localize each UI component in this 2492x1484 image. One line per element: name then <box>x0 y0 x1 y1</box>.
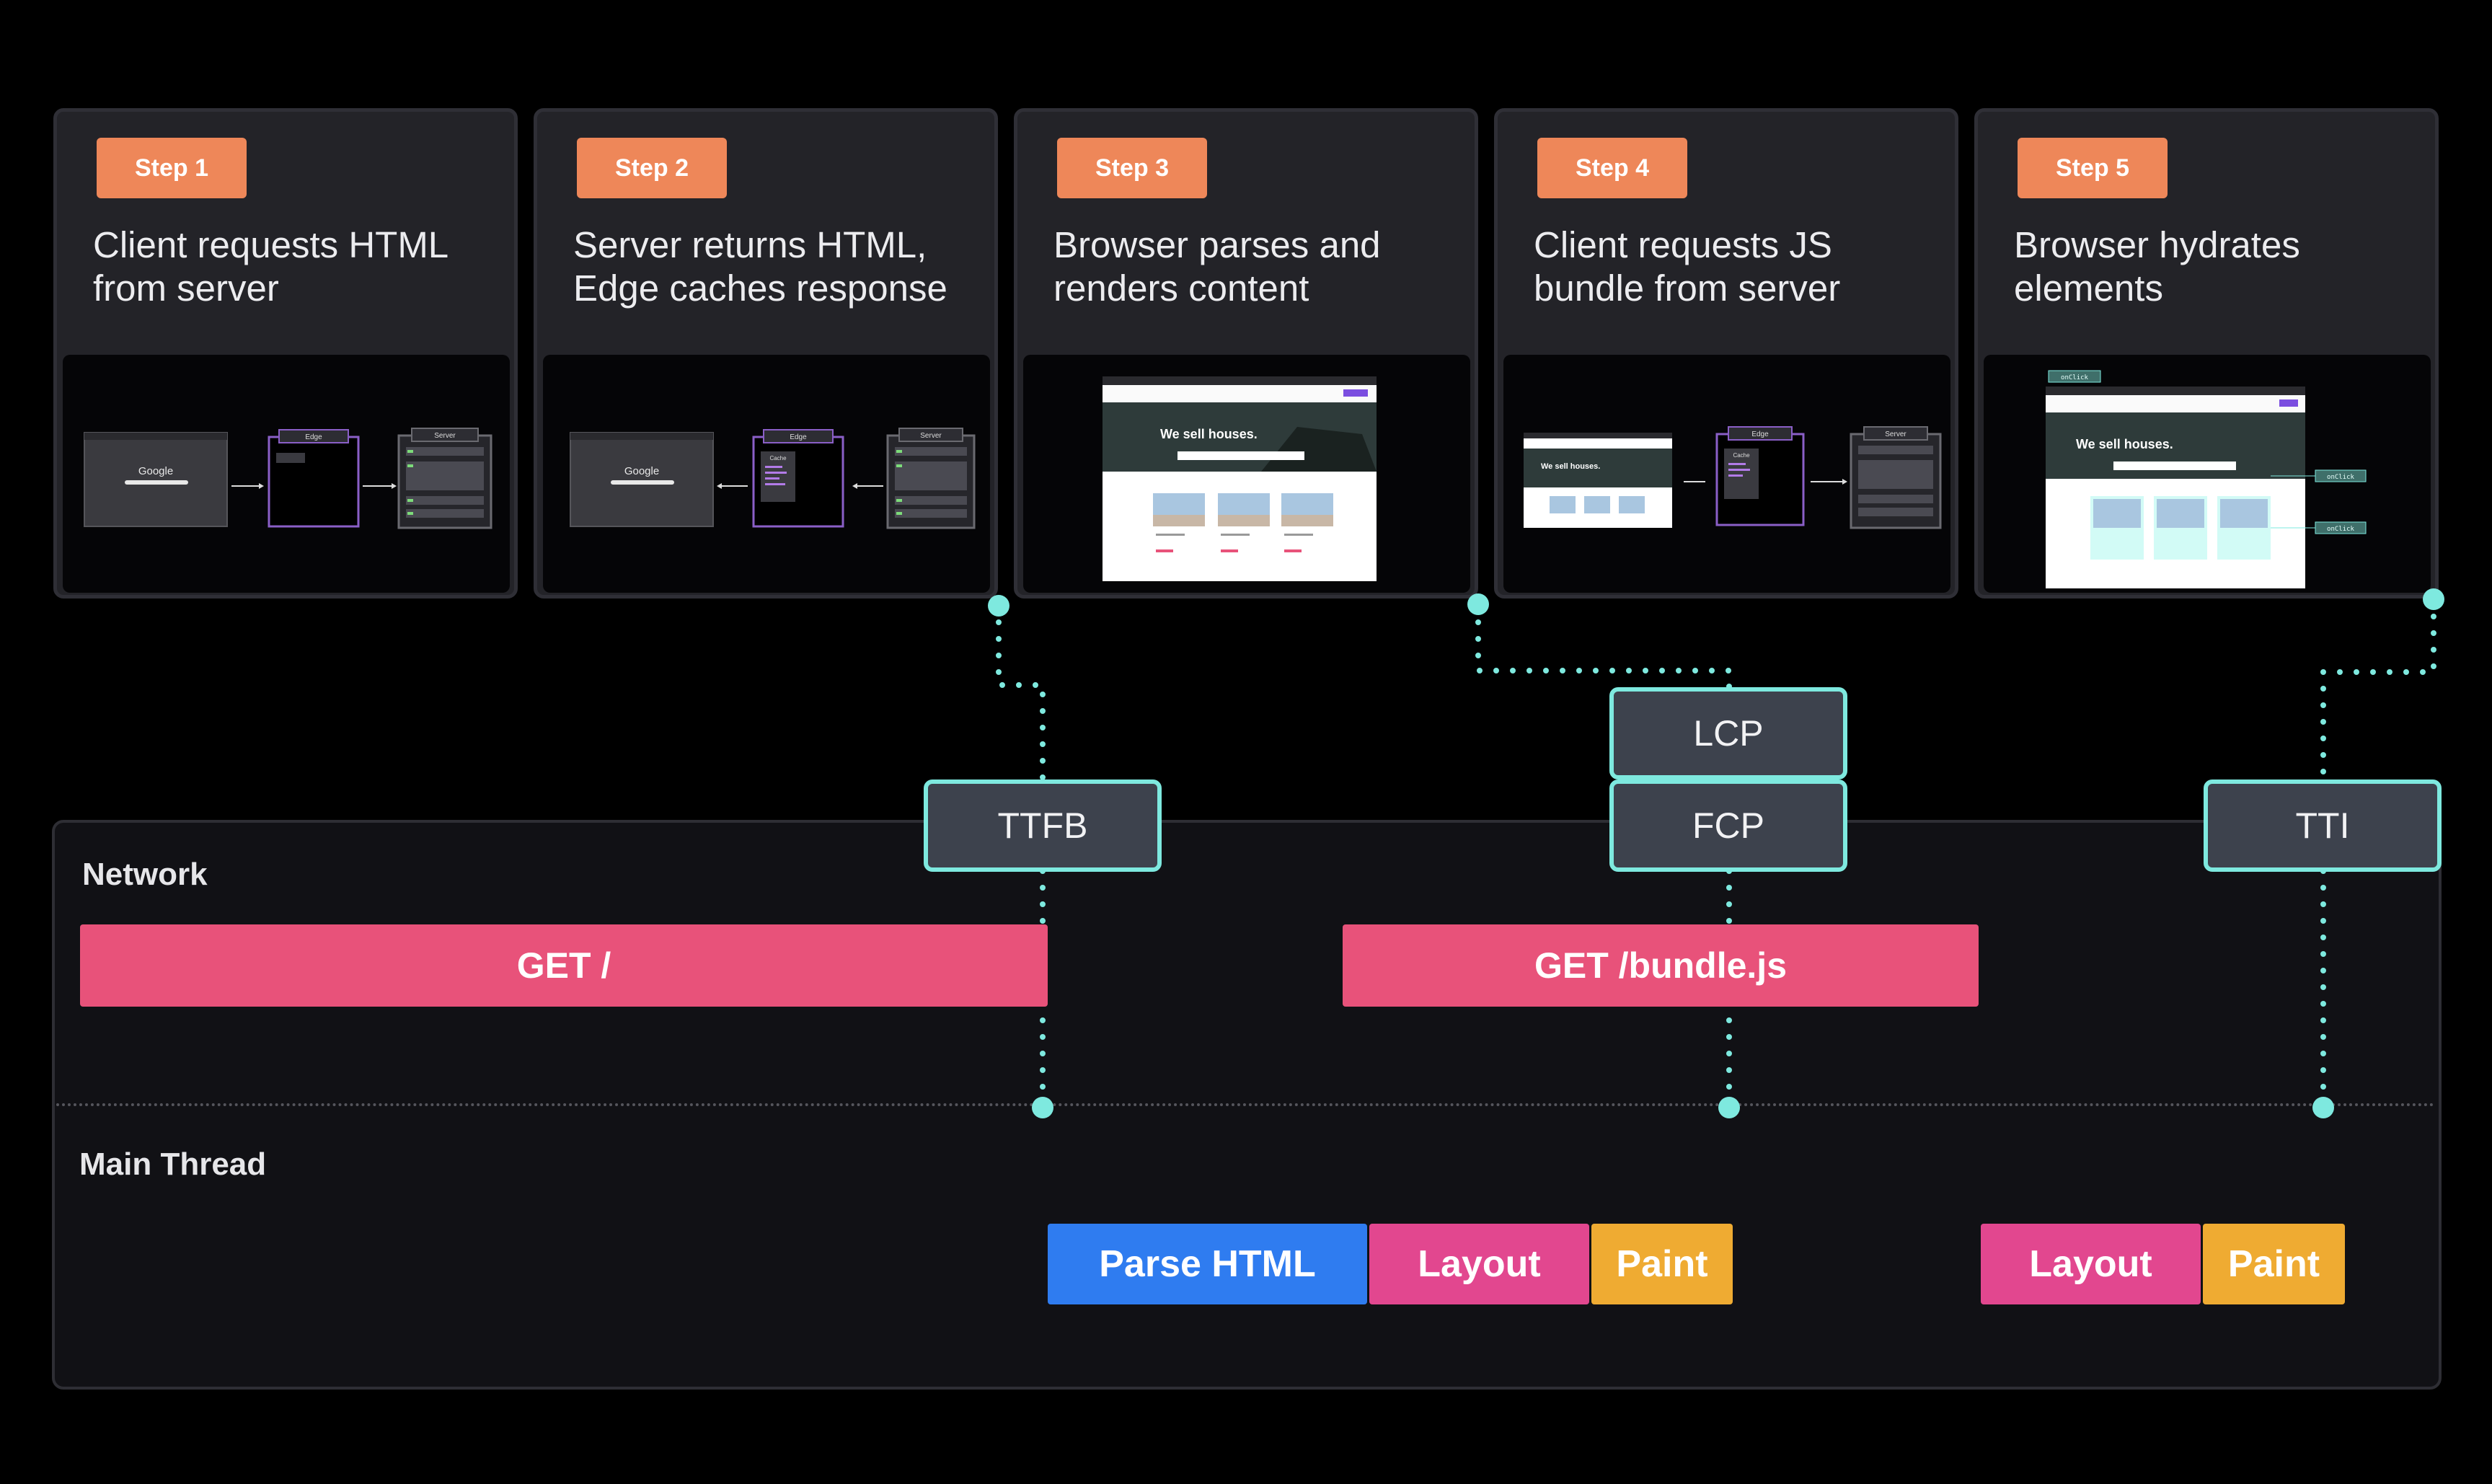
step-badge: Step 5 <box>2018 138 2168 198</box>
onclick-tag: onClick <box>2327 474 2355 481</box>
edge-label: Edge <box>1751 430 1769 438</box>
google-logo-text: Google <box>138 465 173 477</box>
server-label: Server <box>434 432 456 440</box>
step-card-4: Step 4 Client requests JS bundle from se… <box>1494 108 1958 599</box>
paint-bar-2: Paint <box>2203 1224 2345 1304</box>
layout-bar-1: Layout <box>1369 1224 1589 1304</box>
step-badge: Step 1 <box>97 138 247 198</box>
cache-label: Cache <box>769 455 787 461</box>
step-card-3: Step 3 Browser parses and renders conten… <box>1014 108 1478 599</box>
paint-bar-1: Paint <box>1591 1224 1733 1304</box>
step-card-5: Step 5 Browser hydrates elements onClick… <box>1974 108 2439 599</box>
onclick-tag: onClick <box>2327 526 2355 533</box>
illustration-client-request: Google Edge Server <box>63 355 510 593</box>
google-logo-text: Google <box>624 465 659 477</box>
step-title: Client requests HTML from server <box>93 224 449 309</box>
step-title: Browser hydrates elements <box>2014 224 2300 309</box>
connector-dot <box>2312 1097 2334 1118</box>
cache-label: Cache <box>1733 452 1750 459</box>
ttfb-connector-top <box>996 603 1046 782</box>
step-badge: Step 3 <box>1057 138 1207 198</box>
step-title: Browser parses and renders content <box>1053 224 1381 309</box>
tti-metric: TTI <box>2204 779 2442 872</box>
ttfb-metric: TTFB <box>924 779 1162 872</box>
fcp-metric: FCP <box>1609 779 1847 872</box>
hero-text: We sell houses. <box>1541 462 1600 471</box>
parse-html-bar: Parse HTML <box>1048 1224 1367 1304</box>
network-label: Network <box>82 857 208 892</box>
timeline-divider <box>56 1103 2436 1106</box>
step-title: Server returns HTML, Edge caches respons… <box>573 224 947 309</box>
hero-text: We sell houses. <box>1160 427 1258 441</box>
connector-dot <box>988 595 1009 617</box>
illustration-rendered-page: We sell houses. <box>1023 355 1470 593</box>
lcp-connector-top <box>1475 603 1732 692</box>
lcp-metric: LCP <box>1609 687 1847 779</box>
hero-text: We sell houses. <box>2076 437 2173 451</box>
step-card-2: Step 2 Server returns HTML, Edge caches … <box>534 108 998 599</box>
edge-label: Edge <box>305 433 322 441</box>
server-label: Server <box>1885 430 1906 438</box>
illustration-server-response: Google Edge Cache Server <box>543 355 990 593</box>
step-title: Client requests JS bundle from server <box>1534 224 1841 309</box>
main-thread-label: Main Thread <box>79 1147 267 1182</box>
connector-dot <box>1467 593 1489 615</box>
onclick-tag: onClick <box>2061 374 2089 381</box>
layout-bar-2: Layout <box>1981 1224 2201 1304</box>
connector-dot <box>1032 1097 1053 1118</box>
illustration-hydration: onClick We sell houses. onClick onClick <box>1984 355 2431 593</box>
edge-label: Edge <box>790 433 807 441</box>
illustration-js-request: We sell houses. Edge Cache Server <box>1503 355 1950 593</box>
tti-connector-top <box>2320 597 2436 782</box>
connector-dot <box>1718 1097 1740 1118</box>
step-badge: Step 2 <box>577 138 727 198</box>
step-badge: Step 4 <box>1537 138 1687 198</box>
get-bundle-bar: GET /bundle.js <box>1343 924 1979 1007</box>
server-label: Server <box>920 432 942 440</box>
get-root-bar: GET / <box>80 924 1048 1007</box>
step-card-1: Step 1 Client requests HTML from server … <box>53 108 518 599</box>
connector-dot <box>2423 588 2444 610</box>
